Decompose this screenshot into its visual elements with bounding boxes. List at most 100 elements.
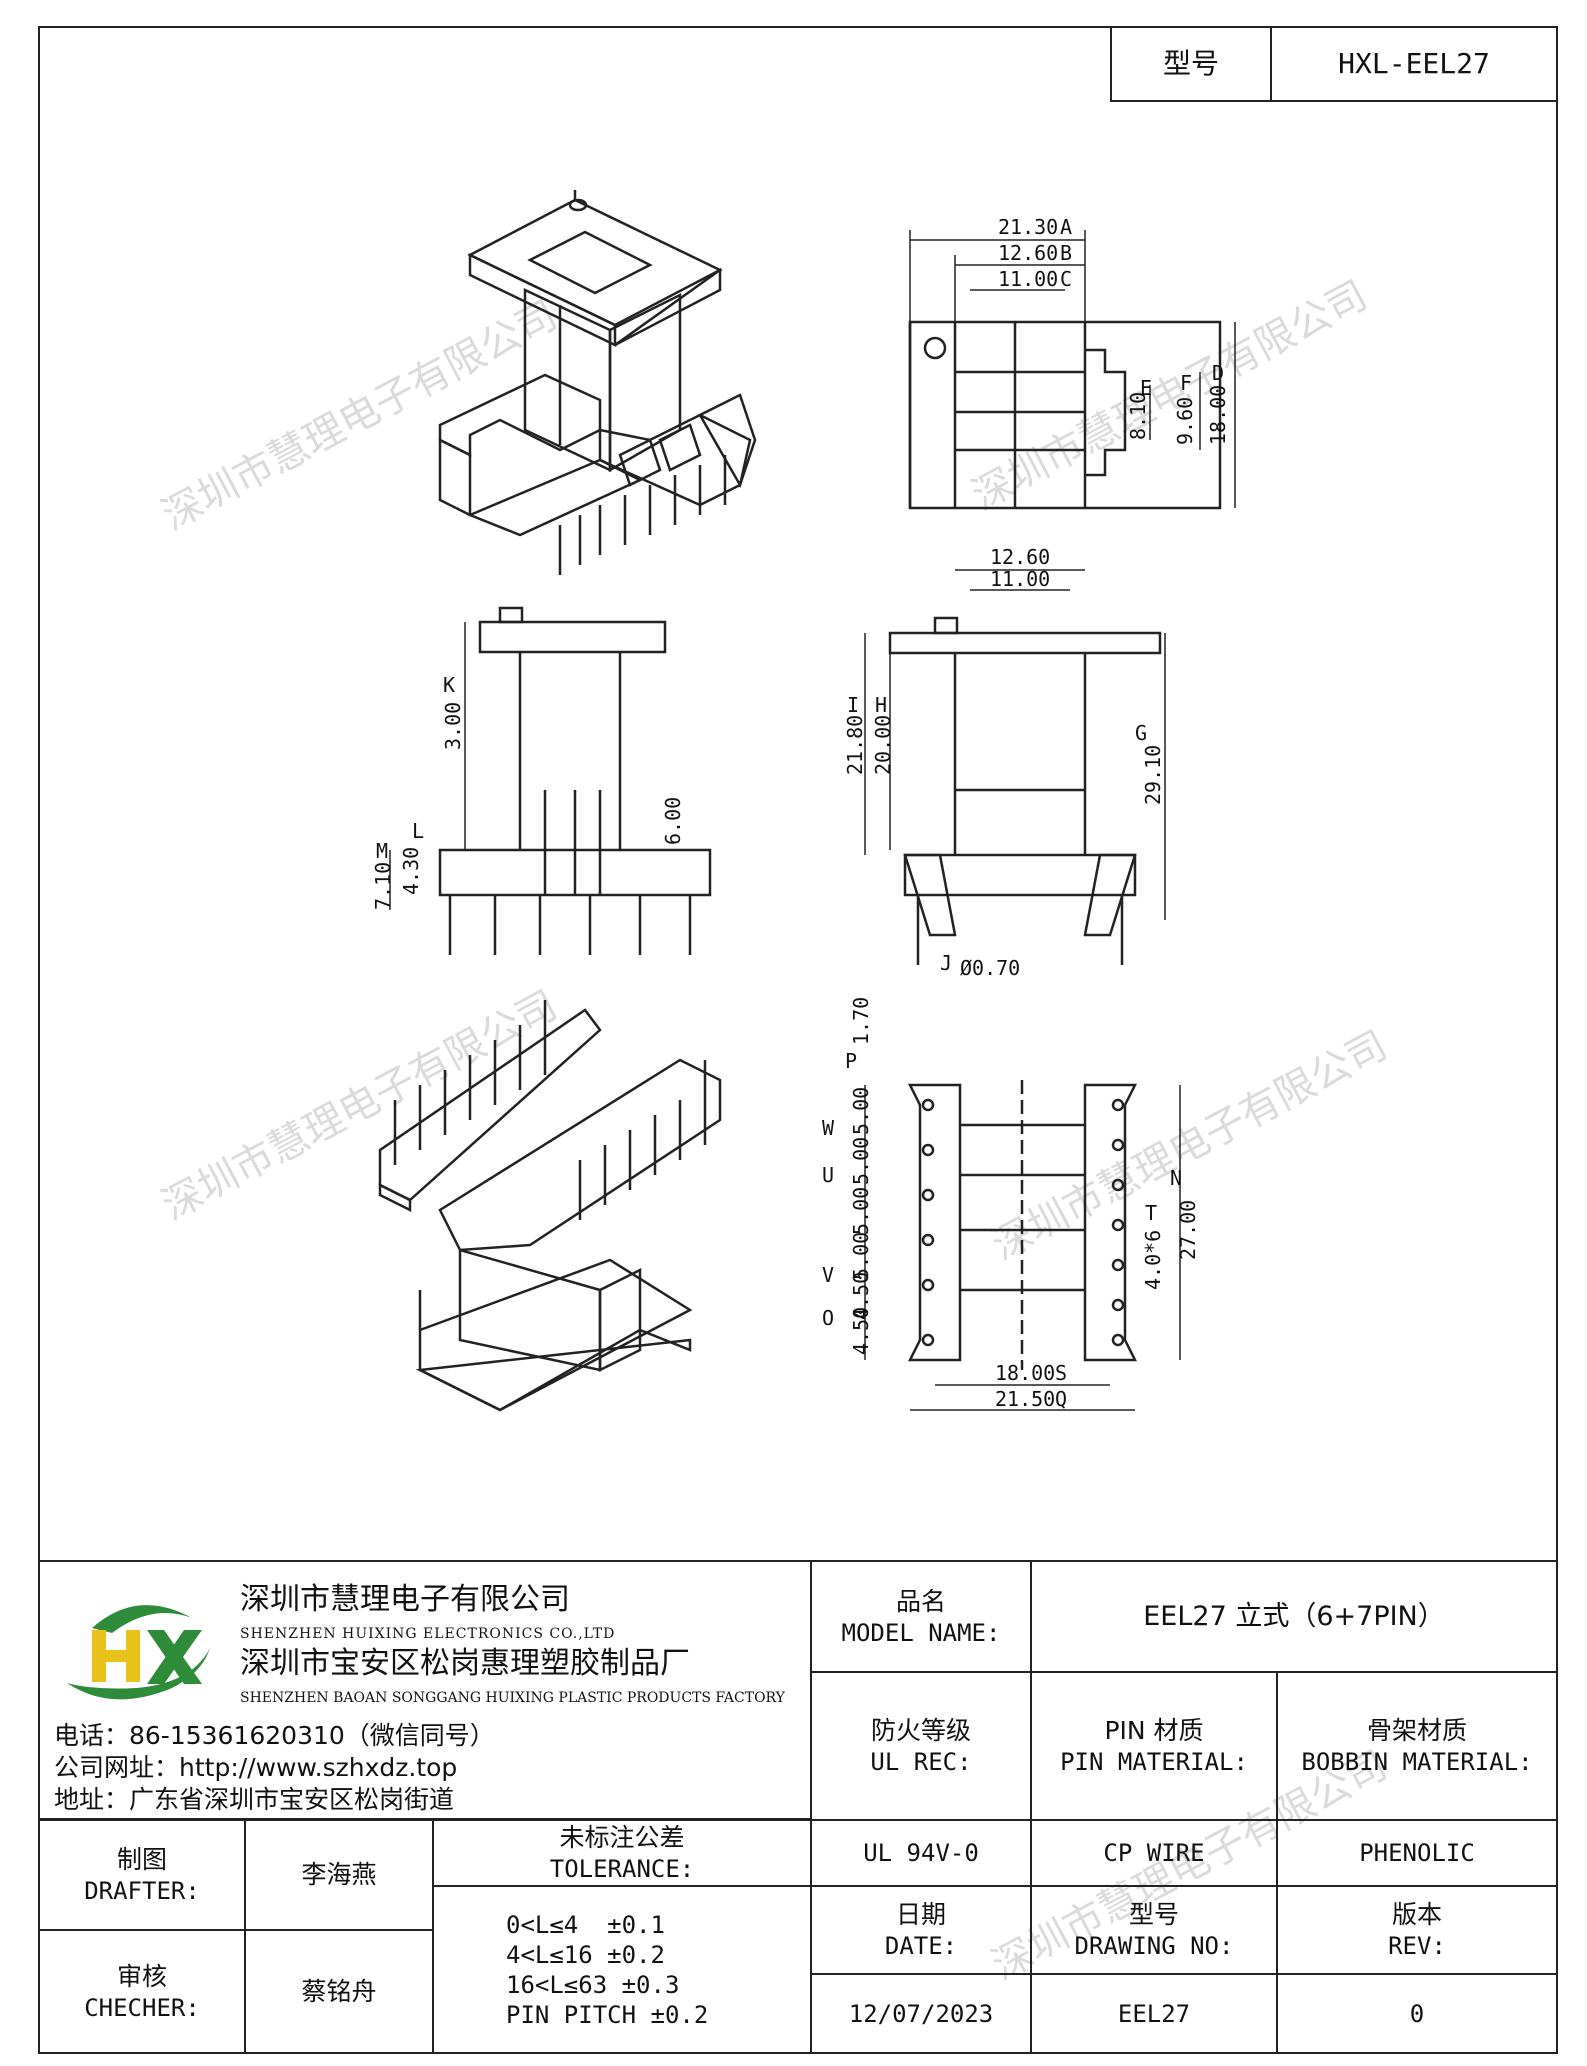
rev-label-en: REV: <box>1388 1932 1446 1960</box>
ref-letter: P <box>845 1049 857 1073</box>
company-name-cn-1: 深圳市慧理电子有限公司 <box>240 1582 570 1617</box>
drafter-label-en: DRAFTER: <box>84 1877 200 1905</box>
dim-label: 5.00 <box>849 1232 873 1280</box>
bobbin-material-label-en: BOBBIN MATERIAL: <box>1301 1748 1533 1776</box>
dim-label: 4.30 <box>399 847 423 895</box>
ref-letter: D <box>1212 361 1224 385</box>
header-model-label: 型号 <box>1162 47 1219 80</box>
dim-label: 18.00 <box>1206 385 1230 445</box>
dim-label: 6.00 <box>661 797 685 845</box>
ref-letter: Q <box>1055 1387 1067 1411</box>
header-model-value-cell: HXL-EEL27 <box>1270 26 1558 102</box>
model-name-label-cell: 品名 MODEL NAME: <box>810 1560 1032 1673</box>
tolerance-values-cell: 0<L≤4 ±0.1 4<L≤16 ±0.2 16<L≤63 ±0.3 PIN … <box>432 1885 812 2054</box>
dim-label: 8.10 <box>1126 392 1150 440</box>
checker-label-en: CHECHER: <box>84 1993 200 2022</box>
ul-rec-label-cn: 防火等级 <box>870 1716 971 1745</box>
dim-label: 27.00 <box>1176 1200 1200 1260</box>
drawing-no-label-en: DRAWING NO: <box>1074 1932 1234 1960</box>
rev-label-cell: 版本 REV: <box>1276 1885 1558 1975</box>
ul-rec-value: UL 94V-0 <box>863 1839 979 1867</box>
dim-label: 4.50 <box>849 1272 873 1320</box>
dim-label: 21.80 <box>843 715 867 775</box>
company-name-en-2: SHENZHEN BAOAN SONGGANG HUIXING PLASTIC … <box>240 1690 785 1706</box>
side-view <box>864 569 1166 965</box>
dim-label: 18.00 <box>995 1361 1055 1385</box>
ref-letter: C <box>1060 267 1072 291</box>
company-panel: 深圳市慧理电子有限公司 SHENZHEN HUIXING ELECTRONICS… <box>38 1560 812 1820</box>
dim-label: 21.50 <box>995 1387 1055 1411</box>
pin-material-label-en: PIN MATERIAL: <box>1060 1748 1248 1776</box>
drafter-value: 李海燕 <box>301 1860 377 1889</box>
bobbin-material-label-cell: 骨架材质 BOBBIN MATERIAL: <box>1276 1671 1558 1821</box>
bottom-view <box>864 1080 1181 1411</box>
drafter-label-cn: 制图 <box>116 1845 167 1874</box>
ref-letter: K <box>443 673 455 697</box>
company-phone: 电话：86-15361620310（微信同号） <box>54 1721 495 1750</box>
ref-letter: A <box>1060 215 1072 239</box>
ref-letter: I <box>847 693 859 717</box>
date-label-cell: 日期 DATE: <box>810 1885 1032 1975</box>
pin-material-value-cell: CP WIRE <box>1030 1819 1278 1887</box>
pin-material-value: CP WIRE <box>1103 1839 1205 1867</box>
dim-label: 1.70 <box>849 997 873 1045</box>
tolerance-label-en: TOLERANCE: <box>549 1855 695 1883</box>
ref-letter: F <box>1180 371 1192 395</box>
checker-label-cn: 审核 <box>116 1961 167 1991</box>
pin-material-label-cell: PIN 材质 PIN MATERIAL: <box>1030 1671 1278 1821</box>
tolerance-label-cell: 未标注公差 TOLERANCE: <box>432 1819 812 1887</box>
dim-label: 12.60 <box>998 241 1058 265</box>
isometric-view-bottom <box>378 1000 722 1412</box>
tolerance-line: 4<L≤16 ±0.2 <box>506 1940 665 1969</box>
ref-letter: G <box>1135 721 1147 745</box>
top-view <box>908 230 1236 510</box>
tolerance-line: 0<L≤4 ±0.1 <box>506 1910 665 1939</box>
tolerance-line: 16<L≤63 ±0.3 <box>506 1970 680 1999</box>
technical-drawings: 21.30 12.60 11.00 18.00 9.60 8.10 A B C … <box>371 190 1236 1412</box>
rev-value-cell: 0 <box>1276 1973 1558 2054</box>
model-name-label-en: MODEL NAME: <box>841 1618 1001 1647</box>
company-name-en-1: SHENZHEN HUIXING ELECTRONICS CO.,LTD <box>240 1626 616 1642</box>
tolerance-line: PIN PITCH ±0.2 <box>506 2000 709 2029</box>
date-value-cell: 12/07/2023 <box>810 1973 1032 2054</box>
dim-label: 4.0*6 <box>1141 1230 1165 1290</box>
ul-rec-value-cell: UL 94V-0 <box>810 1819 1032 1887</box>
drawing-no-value: EEL27 <box>1117 1999 1191 2028</box>
ul-rec-label-cell: 防火等级 UL REC: <box>810 1671 1032 1821</box>
dim-label: 5.00 <box>849 1087 873 1135</box>
drafter-value-cell: 李海燕 <box>244 1819 434 1931</box>
ref-letter: E <box>1140 376 1152 400</box>
date-label-cn: 日期 <box>895 1900 946 1929</box>
dim-label: 4.50 <box>849 1307 873 1355</box>
drawing-no-value-cell: EEL27 <box>1030 1973 1278 2054</box>
header-model-value: HXL-EEL27 <box>1338 47 1490 80</box>
ref-letter: T <box>1145 1201 1157 1225</box>
company-name-cn-2: 深圳市宝安区松岗惠理塑胶制品厂 <box>240 1646 690 1681</box>
dim-label: 21.30 <box>998 215 1058 239</box>
model-name-value: EEL27 立式（6+7PIN） <box>1143 1600 1445 1632</box>
date-value: 12/07/2023 <box>848 1999 994 2028</box>
ref-letter: L <box>412 819 424 843</box>
ref-letter: W <box>822 1116 835 1140</box>
ref-letter: U <box>822 1163 834 1187</box>
pin-material-label-cn: PIN 材质 <box>1104 1716 1204 1745</box>
isometric-view-top <box>438 190 757 575</box>
bobbin-material-value-cell: PHENOLIC <box>1276 1819 1558 1887</box>
model-name-value-cell: EEL27 立式（6+7PIN） <box>1030 1560 1558 1673</box>
ref-letter: B <box>1060 241 1072 265</box>
rev-value: 0 <box>1409 1999 1425 2028</box>
checker-value: 蔡铭舟 <box>301 1976 377 2006</box>
dim-label: 9.60 <box>1173 397 1197 445</box>
ref-letter: H <box>875 693 887 717</box>
ul-rec-label-en: UL REC: <box>870 1748 972 1776</box>
company-logo <box>67 1605 210 1700</box>
company-address: 地址：广东省深圳市宝安区松岗街道 <box>54 1785 455 1814</box>
dim-label: 11.00 <box>990 567 1050 591</box>
company-website: 公司网址：http://www.szhxdz.top <box>54 1753 458 1782</box>
drawing-no-label-cn: 型号 <box>1128 1900 1179 1929</box>
front-view <box>389 606 712 955</box>
checker-value-cell: 蔡铭舟 <box>244 1929 434 2054</box>
tolerance-label-cn: 未标注公差 <box>559 1823 685 1852</box>
dim-label: Ø0.70 <box>960 956 1020 980</box>
dim-label: 5.00 <box>849 1137 873 1185</box>
